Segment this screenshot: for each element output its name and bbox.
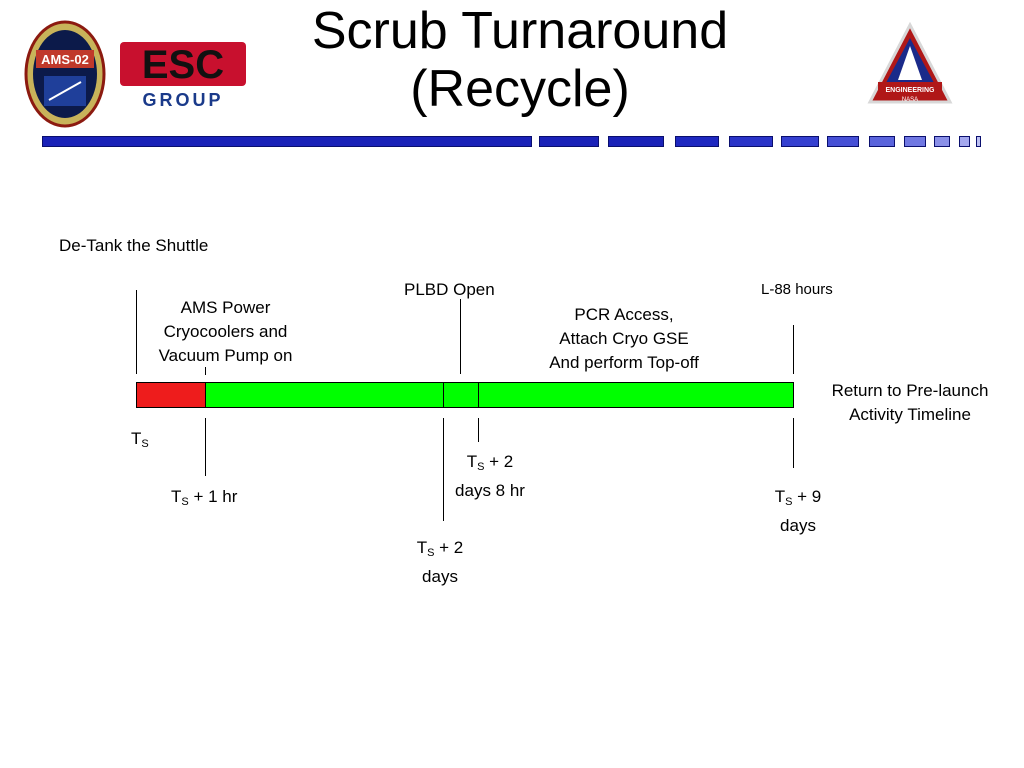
group-text: GROUP: [142, 90, 223, 110]
nasa-engineering-logo: ENGINEERING NASA: [866, 22, 954, 108]
return-line: Return to Pre-launch: [831, 381, 989, 400]
marker-rest: + 2: [434, 538, 464, 557]
marker-rest: + 9: [792, 487, 822, 506]
marker-sub: S: [785, 496, 793, 508]
marker-t: T: [416, 538, 428, 557]
pcr-line: PCR Access,: [574, 305, 674, 324]
return-prelaunch-label: Return to Pre-launch Activity Timeline: [810, 379, 1010, 427]
marker-line2: days 8 hr: [455, 481, 525, 500]
nasa-text: NASA: [902, 97, 918, 103]
tick-line-1hr-top: [205, 367, 206, 375]
marker-ts-1hr: TS + 1 hr: [171, 485, 237, 514]
marker-ts: TS: [131, 427, 149, 456]
pcr-line: And perform Top-off: [549, 353, 699, 372]
detank-phase-bar: [136, 382, 206, 408]
tick-line-2days8hr-bottom: [478, 418, 479, 442]
tick-line-2days-bottom: [443, 418, 444, 521]
title-line-1: Scrub Turnaround: [311, 2, 729, 60]
plbd-phase-bar: [443, 382, 479, 408]
divider-segment: [781, 136, 819, 147]
pcr-line: Attach Cryo GSE: [559, 329, 689, 348]
marker-sub: S: [427, 547, 435, 559]
divider-segment: [729, 136, 773, 147]
marker-sub: S: [141, 438, 149, 450]
tick-line-ts-top: [136, 290, 137, 374]
divider-segment: [675, 136, 719, 147]
ams-power-line: Vacuum Pump on: [158, 346, 293, 365]
divider-segment: [539, 136, 599, 147]
marker-ts-2days: TS + 2 days: [390, 536, 490, 589]
divider-segment: [827, 136, 859, 147]
return-line: Activity Timeline: [849, 405, 971, 424]
pcr-phase-bar: [478, 382, 794, 408]
divider-segment: [904, 136, 926, 147]
marker-t: T: [774, 487, 786, 506]
title-line-2: (Recycle): [410, 60, 630, 118]
divider-segment: [976, 136, 981, 147]
ams-power-line: AMS Power: [180, 298, 271, 317]
divider-segment: [869, 136, 895, 147]
tick-line-1hr-bottom: [205, 418, 206, 476]
tick-line-9days-bottom: [793, 418, 794, 468]
marker-line2: days: [422, 567, 458, 586]
marker-sub: S: [477, 461, 485, 473]
plbd-open-label: PLBD Open: [404, 280, 495, 299]
marker-rest: + 2: [484, 452, 514, 471]
ams-power-line: Cryocoolers and: [163, 322, 288, 341]
marker-t: T: [171, 487, 182, 506]
ams-power-label: AMS Power Cryocoolers and Vacuum Pump on: [138, 296, 313, 368]
engineering-text: ENGINEERING: [885, 87, 935, 94]
divider-segment: [959, 136, 970, 147]
esc-text: ESC: [142, 43, 224, 87]
detank-heading: De-Tank the Shuttle: [59, 236, 209, 255]
page-title: Scrub Turnaround (Recycle): [250, 2, 790, 118]
patch-text: AMS-02: [41, 52, 89, 67]
l88-hours-label: L-88 hours: [761, 281, 833, 298]
marker-t: T: [131, 429, 142, 448]
ams-02-patch-logo: AMS-02: [24, 20, 106, 128]
marker-ts-9days: TS + 9 days: [748, 485, 848, 538]
divider-segment: [42, 136, 532, 147]
tick-line-9days-top: [793, 325, 794, 374]
tick-line-plbd-top: [460, 299, 461, 374]
marker-line2: days: [780, 516, 816, 535]
esc-group-logo: ESC GROUP: [118, 40, 248, 110]
marker-sub: S: [181, 496, 189, 508]
ams-power-phase-bar: [205, 382, 444, 408]
marker-rest: + 1 hr: [188, 487, 238, 506]
marker-ts-2days8hr: TS + 2 days 8 hr: [440, 450, 540, 503]
pcr-access-label: PCR Access, Attach Cryo GSE And perform …: [524, 303, 724, 375]
marker-t: T: [466, 452, 478, 471]
header-divider-bar: [42, 136, 982, 148]
divider-segment: [934, 136, 950, 147]
divider-segment: [608, 136, 664, 147]
